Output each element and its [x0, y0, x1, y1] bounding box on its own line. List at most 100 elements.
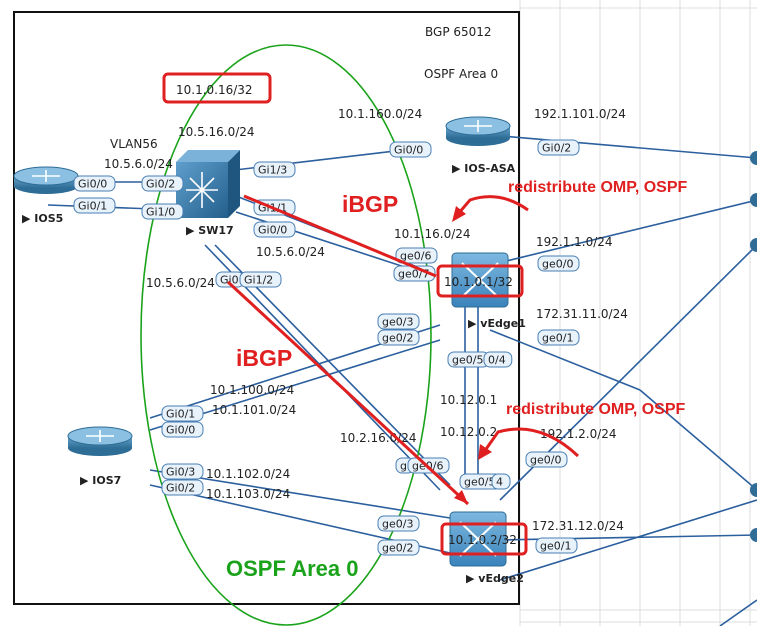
- net-label: 10.1.102.0/24: [206, 467, 290, 481]
- router-ios7[interactable]: ▶ IOS7: [67, 426, 133, 487]
- port-pill: [73, 175, 116, 192]
- ospf-area-green-label: OSPF Area 0: [226, 556, 358, 581]
- port-label-ios5-g01: Gi0/1: [73, 197, 116, 214]
- port-name: ge0/1: [540, 540, 571, 553]
- loopback-highlight-vedge2: [440, 522, 528, 556]
- port-labels: Gi0/0Gi0/1Gi0/2Gi1/0Gi1/3Gi1/1Gi0/0Gi0Gi…: [73, 139, 580, 556]
- port-name: Gi0/0: [258, 224, 287, 237]
- router-ios-asa[interactable]: ▶ IOS-ASA: [445, 116, 516, 175]
- port-label-sw-g0x: Gi0: [215, 271, 245, 288]
- port-label-ve1-ge01: ge0/1: [537, 329, 580, 346]
- port-label-ve2-ge05: ge0/5: [459, 473, 502, 490]
- loopback-highlight-vedge1: [436, 264, 524, 298]
- port-label-asa-g02: Gi0/2: [537, 139, 580, 156]
- background-grid: [519, 0, 757, 626]
- device-label-ios7: ▶ IOS7: [80, 474, 121, 487]
- ospf-area-label: OSPF Area 0: [424, 67, 498, 81]
- net-label: 10.5.6.0/24: [104, 157, 173, 171]
- port-name: Gi1/0: [146, 206, 175, 219]
- port-label-ios7-g00: Gi0/0: [161, 421, 204, 438]
- ibgp-label-bottom: iBGP: [236, 345, 292, 371]
- port-label-sw-g13: Gi1/3: [253, 161, 296, 178]
- port-pill: [73, 197, 116, 214]
- port-label-ve1-ge03: ge0/3: [377, 313, 420, 330]
- port-pill: [161, 479, 204, 496]
- net-label: 10.5.6.0/24: [146, 276, 215, 290]
- port-label-ve1-ge00: ge0/0: [537, 255, 580, 272]
- device-label-ios-asa: ▶ IOS-ASA: [452, 162, 516, 175]
- net-label: 10.12.0.1: [440, 393, 497, 407]
- port-pill: [491, 473, 511, 490]
- vedge-arrows-icon: [459, 521, 497, 557]
- switch-star-icon: [186, 172, 218, 208]
- bgp-as-label: BGP 65012: [425, 25, 492, 39]
- port-label-ve2-ge01: ge0/1: [535, 537, 578, 554]
- port-name: Gi1/3: [258, 164, 287, 177]
- redistribute-arrow-bottom: [482, 427, 580, 458]
- net-label: 10.5.6.0/24: [256, 245, 325, 259]
- device-label-ios5: ▶ IOS5: [22, 212, 63, 225]
- net-label: 192.1.101.0/24: [534, 107, 626, 121]
- router-arrows-icon: [86, 430, 114, 442]
- ibgp-label-top: iBGP: [342, 191, 398, 217]
- ibgp-session-lines: [226, 194, 470, 506]
- port-name: Gi0/3: [166, 466, 195, 479]
- net-label: 10.1.101.0/24: [212, 403, 296, 417]
- port-label-ve2-ge00: ge0/0: [525, 451, 568, 468]
- port-pill: [239, 271, 282, 288]
- switch-sw17[interactable]: ▶ SW17: [176, 150, 240, 237]
- loopback-sw17: 10.1.0.16/32: [176, 83, 253, 97]
- port-pill: [377, 539, 420, 556]
- ospf-area-ellipse: [140, 44, 432, 626]
- port-name: ge0/5: [464, 476, 495, 489]
- loopback-highlight-sw17: [162, 72, 272, 104]
- port-name: ge0/2: [382, 542, 413, 555]
- net-label: 10.1.103.0/24: [206, 487, 290, 501]
- port-name: ge0/6: [400, 250, 431, 263]
- net-label: 10.12.0.2: [440, 425, 497, 439]
- port-pill: [537, 329, 580, 346]
- port-pill: [537, 255, 580, 272]
- redistribute-arrowhead-top: [452, 206, 466, 222]
- port-pill: [141, 203, 184, 220]
- router-arrows-icon: [32, 170, 60, 182]
- port-name: Gi0/1: [78, 200, 107, 213]
- port-name: Gi0/1: [166, 408, 195, 421]
- redistribute-arrow-top: [456, 195, 529, 215]
- port-label-ve1-ge04: 0/4: [483, 351, 513, 368]
- port-label-sw-g12: Gi1/2: [239, 271, 282, 288]
- port-pill: [141, 175, 184, 192]
- net-label: 10.2.16.0/24: [340, 431, 417, 445]
- port-name: Gi0: [220, 274, 239, 287]
- net-label: 10.1.100.0/24: [210, 383, 294, 397]
- redistribute-label-bottom: redistribute OMP, OSPF: [506, 401, 686, 418]
- router-ios5[interactable]: ▶ IOS5: [13, 166, 79, 225]
- loopback-vedge1: 10.1.0.1/32: [444, 275, 513, 289]
- port-name: ge0/5: [452, 354, 483, 367]
- port-label-ve1-ge02: ge0/2: [377, 329, 420, 346]
- port-name: Gi0/0: [394, 144, 423, 157]
- port-name: Gi1/2: [244, 274, 273, 287]
- port-label-ve2-ge03: ge0/3: [377, 515, 420, 532]
- port-pill: [389, 141, 432, 158]
- loopback-vedge2: 10.1.0.2/32: [448, 533, 517, 547]
- port-label-asa-g00: Gi0/0: [389, 141, 432, 158]
- ibgp-arrowhead: [454, 490, 468, 504]
- net-label: 192.1.1.0/24: [536, 235, 613, 249]
- port-name: ge0/2: [382, 332, 413, 345]
- vedge-arrows-icon: [461, 262, 499, 298]
- redistribute-label-top: redistribute OMP, OSPF: [508, 179, 688, 196]
- port-label-ios7-g03: Gi0/3: [161, 463, 204, 480]
- port-label-ios7-g01: Gi0/1: [161, 405, 204, 422]
- port-name: Gi0/2: [542, 142, 571, 155]
- port-pill: [161, 421, 204, 438]
- port-label-ve1-ge06: ge0/6: [395, 247, 438, 264]
- net-label: 10.5.16.0/24: [178, 125, 255, 139]
- port-pill: [483, 351, 513, 368]
- port-label-ios5-g00: Gi0/0: [73, 175, 116, 192]
- port-name: 0/4: [488, 354, 506, 367]
- port-pill: [537, 139, 580, 156]
- port-name: ge0/0: [530, 454, 561, 467]
- port-name: Gi0/2: [146, 178, 175, 191]
- port-pill: [253, 161, 296, 178]
